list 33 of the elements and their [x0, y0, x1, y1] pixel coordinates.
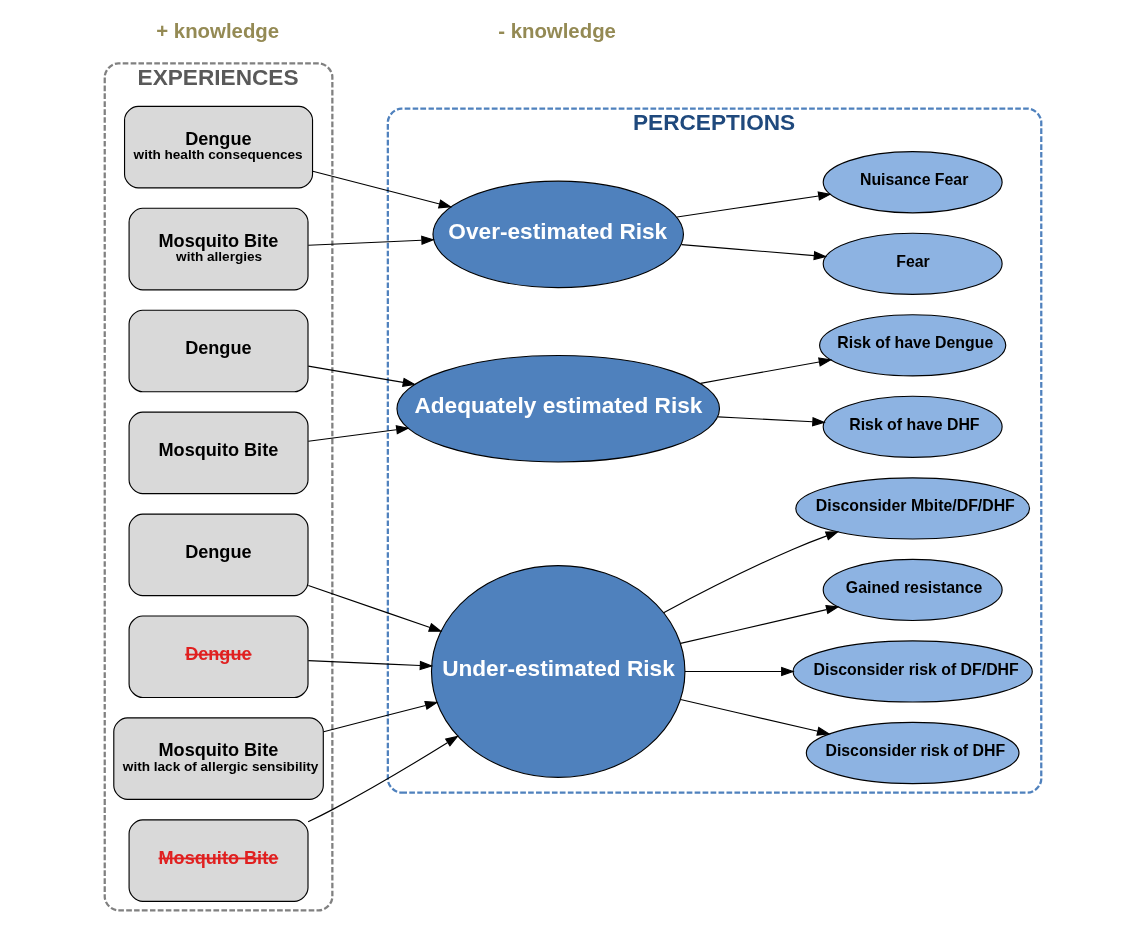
node-ellipse: Over-estimated Risk	[432, 180, 684, 288]
node-ellipse: Nuisance Fear	[822, 150, 1003, 213]
node-box: Dengue	[128, 614, 309, 698]
node-box: Dengue	[128, 513, 309, 596]
node-box: Dengue with health consequences	[124, 105, 314, 188]
node-box: Dengue	[128, 309, 309, 392]
node-ellipse: Risk of have DHF	[822, 395, 1003, 458]
node-box: Mosquito Bite with allergies	[128, 207, 309, 290]
arrow	[307, 584, 443, 632]
arrow	[684, 666, 795, 676]
arrow	[307, 424, 410, 442]
node-ellipse: Fear	[822, 232, 1003, 295]
arrow	[312, 170, 453, 208]
arrow	[700, 356, 833, 384]
arrow	[307, 659, 434, 670]
node-ellipse: Disconsider risk of DF/DHF	[792, 639, 1033, 703]
arrow	[680, 698, 831, 736]
arrow	[680, 243, 828, 260]
node-box: Mosquito Bite	[128, 411, 309, 494]
arrow	[680, 604, 840, 644]
label: + knowledge	[156, 19, 280, 42]
node-ellipse: Under-estimated Risk	[430, 564, 686, 778]
arrow	[307, 735, 459, 822]
label: - knowledge	[498, 19, 616, 42]
arrow	[307, 365, 417, 387]
node-box: Mosquito Bite	[128, 818, 309, 902]
arrow	[307, 235, 435, 246]
node-ellipse: Disconsider risk of DHF	[805, 721, 1020, 784]
arrow	[663, 530, 840, 613]
arrow	[676, 190, 832, 217]
arrow	[717, 415, 826, 426]
node-box: Mosquito Bite with lack of allergic sensibility	[113, 716, 324, 800]
arrow	[323, 700, 439, 732]
